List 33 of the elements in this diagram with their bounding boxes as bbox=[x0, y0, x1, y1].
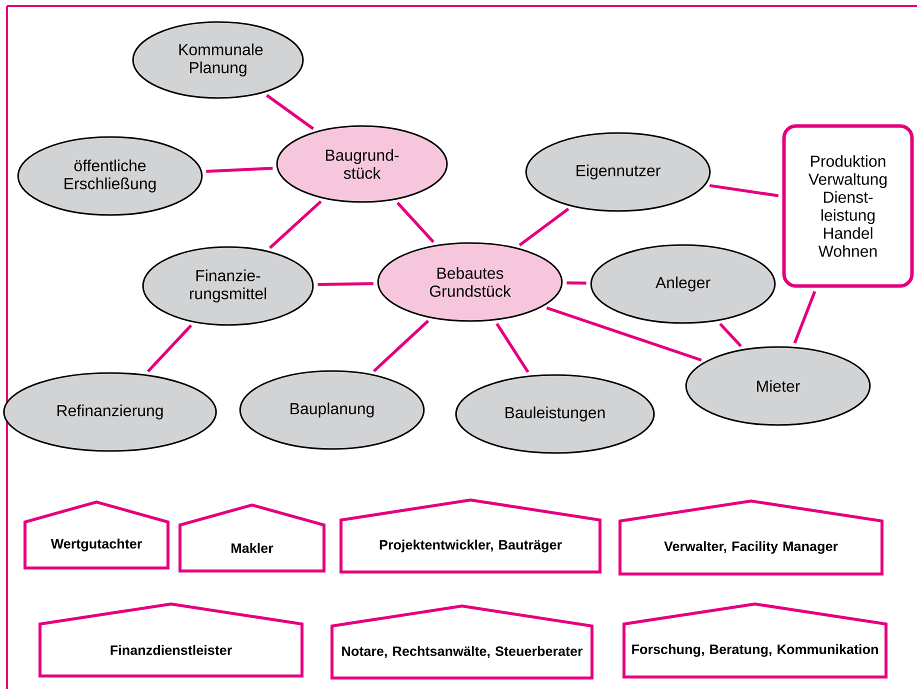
house-box: Finanzdienstleister bbox=[38, 602, 304, 678]
ellipse-node: Bauplanung bbox=[239, 370, 425, 450]
ellipse-node: Kommunale Planung bbox=[132, 21, 304, 99]
ellipse-node: Mieter bbox=[685, 346, 871, 426]
ellipse-node: Eigennutzer bbox=[525, 132, 711, 212]
connector-line bbox=[518, 208, 570, 246]
connector-line bbox=[496, 322, 530, 373]
connector-line bbox=[206, 166, 273, 173]
ellipse-node: Bebautes Grundstück bbox=[377, 242, 563, 322]
ellipse-node: Bauleistungen bbox=[455, 374, 655, 454]
ellipse-node: Finanzie-rungsmittel bbox=[142, 246, 314, 326]
connector-line bbox=[793, 290, 816, 344]
connector-line bbox=[546, 306, 702, 362]
connector-line bbox=[146, 324, 192, 373]
ellipse-node: Refinanzierung bbox=[3, 372, 217, 452]
connector-line bbox=[266, 94, 314, 130]
house-box: Verwalter, Facility Manager bbox=[618, 500, 884, 576]
connector-line bbox=[719, 322, 742, 348]
rounded-box: Produktion Verwaltung Dienst-leistung Handel Wohnen bbox=[782, 124, 914, 288]
ellipse-node: Baugrund-stück bbox=[276, 125, 448, 203]
house-box: Notare, Rechtsanwälte, Steuerberater bbox=[330, 604, 594, 680]
connector-line bbox=[709, 184, 779, 198]
house-box: Wertgutachter bbox=[24, 500, 170, 570]
connector-line bbox=[566, 281, 586, 285]
ellipse-node: öffentliche Erschließung bbox=[17, 136, 203, 216]
connector-line bbox=[372, 320, 430, 372]
house-box: Projektentwickler, Bauträger bbox=[340, 498, 602, 574]
house-box: Makler bbox=[178, 503, 326, 572]
connector-line bbox=[318, 282, 374, 286]
connector-line bbox=[268, 200, 322, 249]
ellipse-node: Anleger bbox=[590, 244, 776, 324]
house-box: Forschung, Beratung, Kommunikation bbox=[622, 602, 888, 678]
connector-line bbox=[396, 202, 435, 244]
